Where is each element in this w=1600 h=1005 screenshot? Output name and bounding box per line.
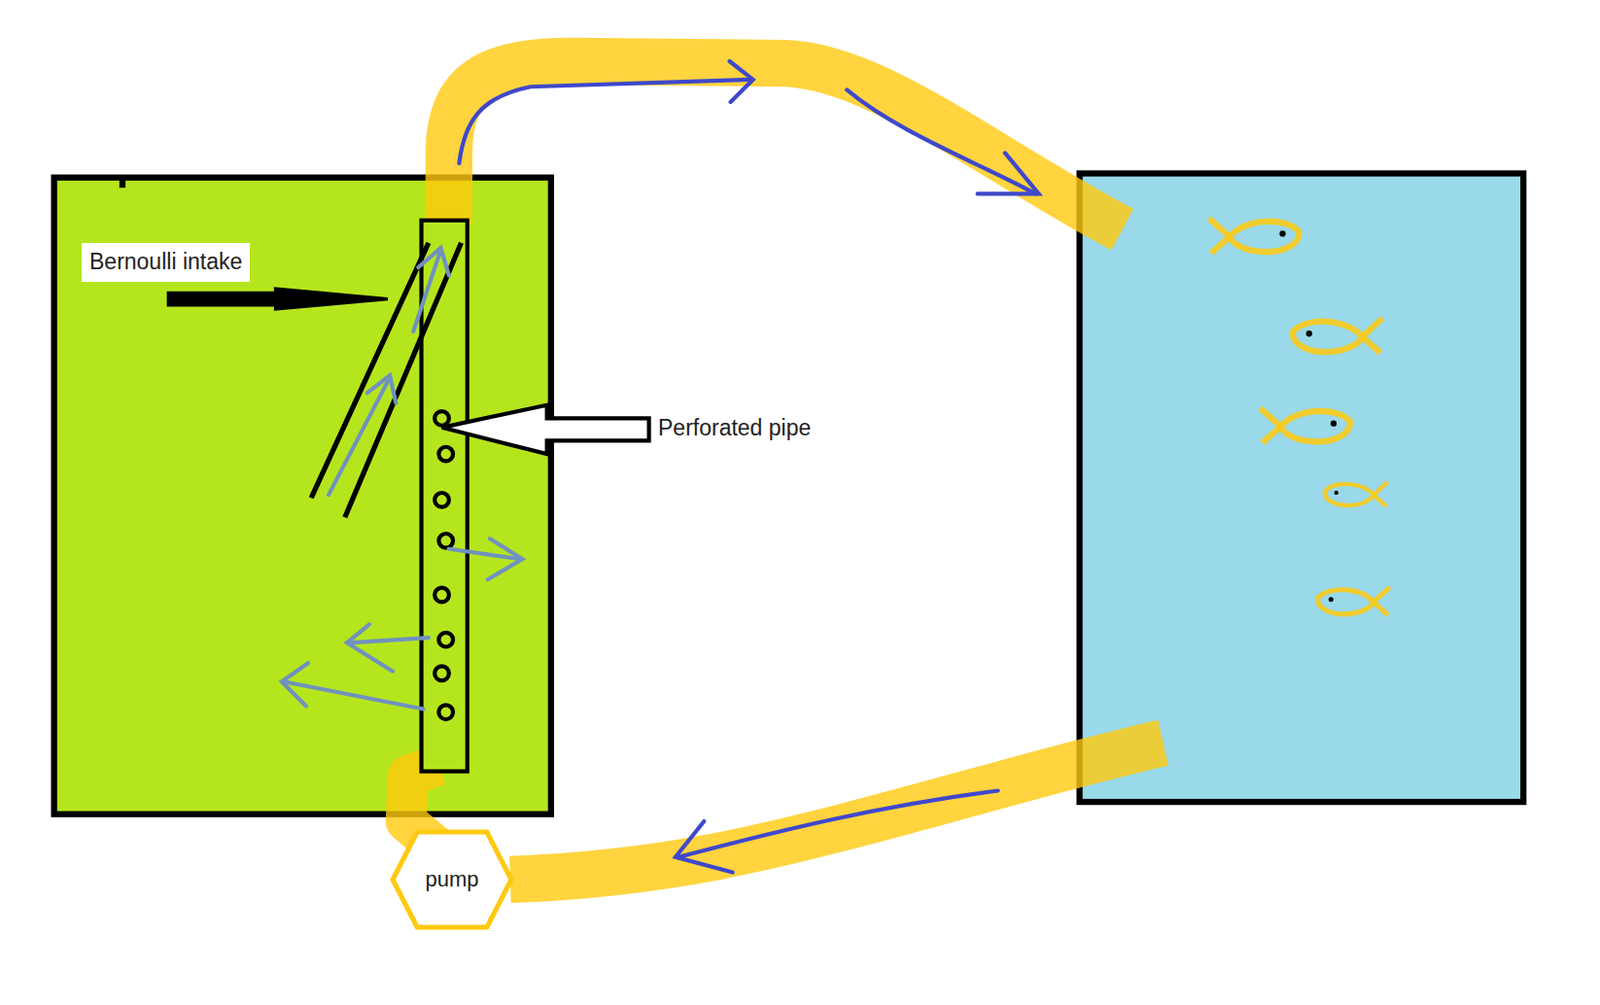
fish-tank: [1079, 173, 1525, 802]
node-text: pump: [424, 867, 479, 893]
perforated-pipe: [421, 220, 468, 772]
part-label: Perforated pipe: [654, 413, 815, 445]
tank-mark: [119, 175, 126, 189]
flow-arrows: [281, 247, 523, 709]
part-label: Bernoulli intake: [81, 243, 250, 282]
pump-hexagon: pump: [389, 829, 515, 931]
leader-arrow: [168, 288, 388, 310]
fish: [1209, 218, 1391, 616]
bernoulli-tube: [311, 243, 461, 518]
leader-arrow: [442, 405, 650, 454]
flow-arrows: [458, 61, 1039, 873]
filter-tank: [54, 177, 552, 815]
pipe-holes: [434, 411, 453, 720]
pipes: [406, 61, 1164, 880]
